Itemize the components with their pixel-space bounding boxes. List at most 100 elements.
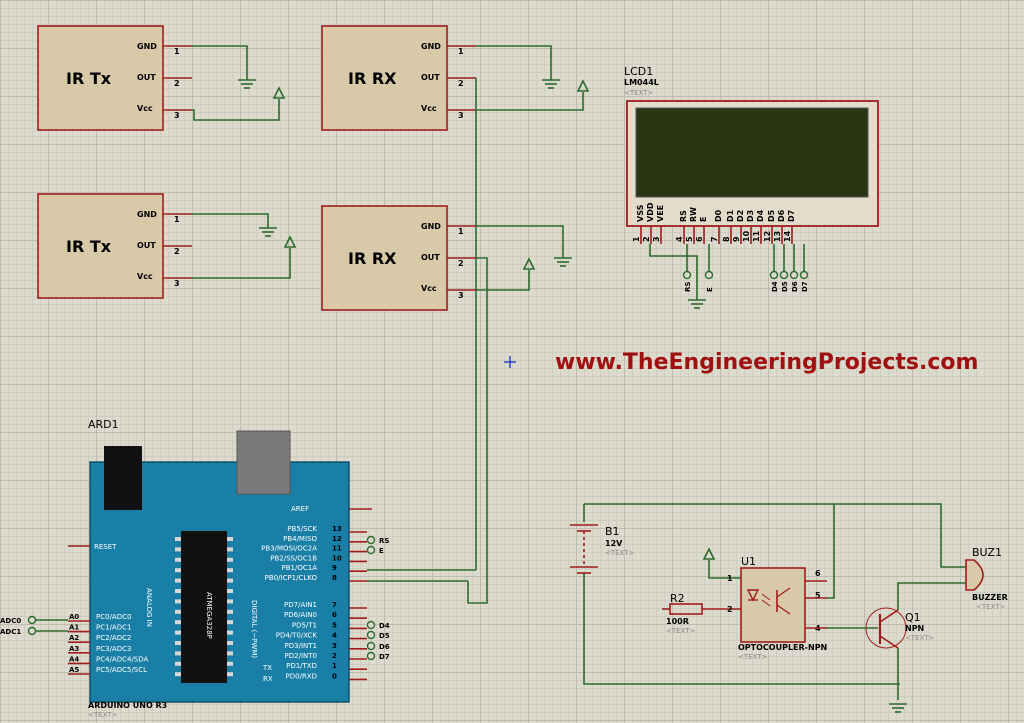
analog-pin-number: A3 — [69, 645, 79, 653]
ir-pin-num: 3 — [458, 111, 464, 120]
lcd-pin-label: RW — [689, 207, 698, 222]
opto-pin-num: 6 — [815, 569, 821, 578]
chip-leg — [175, 641, 181, 645]
lcd-pin-label: VSS — [636, 204, 645, 222]
ir-rx-title: IR RX — [348, 249, 397, 268]
analog-pin-label: PC0/ADC0 — [96, 613, 131, 621]
chip-leg — [227, 557, 233, 562]
analog-pin-label: PC4/ADC4/SDA — [96, 655, 149, 663]
digital-pin-number: 9 — [332, 564, 337, 572]
ir-pin-vcc: Vcc — [421, 104, 437, 113]
chip-leg — [175, 672, 181, 677]
lcd-text: <TEXT> — [624, 89, 654, 97]
ir-pin-out: OUT — [137, 241, 156, 250]
digital-pin-number: 12 — [332, 535, 342, 543]
ir-pin-num: 3 — [174, 279, 180, 288]
digital-pin-number: 10 — [332, 554, 342, 562]
ir-tx-module-2[interactable]: IR Tx GND OUT Vcc 1 2 3 — [37, 193, 192, 299]
usb-jack — [104, 446, 142, 510]
chip-leg — [175, 578, 181, 583]
ir-pin-num: 1 — [174, 47, 180, 56]
d4-terminal: D4 — [379, 622, 390, 630]
digital-pin-number: 6 — [332, 611, 337, 619]
chip-legs — [175, 537, 233, 677]
ir-pin-num: 1 — [458, 47, 464, 56]
buzzer-text: <TEXT> — [976, 603, 1006, 611]
power-symbol — [577, 80, 589, 92]
digital-pin-label: PD3/INT1 — [285, 642, 317, 650]
digital-pin-label: PB3/MOSI/OC2A — [261, 545, 317, 553]
ir-pin-gnd: GND — [421, 42, 441, 51]
lcd-display[interactable] — [626, 100, 879, 227]
buzzer-ref: BUZ1 — [972, 546, 1002, 559]
optocoupler-part: OPTOCOUPLER-NPN — [738, 643, 827, 652]
power-symbol — [703, 548, 715, 560]
digital-title: DIGITAL (~PWM) — [250, 600, 258, 658]
chip-leg — [175, 599, 181, 604]
lcd-pin-number: 3 — [652, 236, 661, 242]
lcd-term-e: E — [706, 287, 714, 292]
site-watermark: www.TheEngineeringProjects.com — [555, 350, 978, 375]
chip-leg — [227, 578, 233, 583]
buzzer-buz1[interactable] — [965, 559, 984, 591]
digital-pin-number: 7 — [332, 601, 337, 609]
digital-pin-label: PB5/SCK — [287, 525, 317, 533]
ir-pin-gnd: GND — [421, 222, 441, 231]
lcd-pin-label: RS — [679, 210, 688, 222]
lcd-term-rs: RS — [684, 282, 692, 292]
analog-pin-number: A4 — [69, 655, 79, 663]
digital-pin-label: PD5/T1 — [292, 621, 317, 629]
ir-pin-num: 2 — [174, 247, 180, 256]
power-symbol — [273, 87, 285, 99]
chip-leg — [227, 609, 233, 614]
digital-pin-label: PD4/T0/XCK — [276, 632, 318, 640]
ground-symbol — [237, 79, 257, 89]
ir-tx-module-1[interactable]: IR Tx GND OUT Vcc 1 2 3 — [37, 25, 192, 131]
digital-pin-label: PB4/MISO — [283, 535, 317, 543]
lcd-pin-number: 13 — [773, 231, 782, 242]
ir-tx-title: IR Tx — [66, 69, 112, 88]
lcd-term-d5: D5 — [781, 281, 789, 292]
ir-rx-title: IR RX — [348, 69, 397, 88]
digital-pin-number: 8 — [332, 574, 337, 582]
arduino-part: ARDUINO UNO R3 — [88, 701, 167, 710]
crosshair-cursor-icon — [504, 356, 516, 368]
arduino-uno-board[interactable]: ATMEGA328P ANALOG IN DIGITAL (~PWM) RESE… — [68, 430, 367, 703]
lcd-ref: LCD1 — [624, 65, 653, 78]
digital-pin-number: 0 — [332, 672, 337, 680]
lcd-pin-number: 8 — [722, 236, 731, 242]
lcd-pin-number: 10 — [742, 230, 751, 242]
digital-pin-number: 5 — [332, 621, 337, 629]
opto-pin-num: 5 — [815, 591, 821, 600]
chip-leg — [175, 630, 181, 635]
digital-pin-number: 3 — [332, 642, 337, 650]
ground-symbol — [553, 257, 573, 267]
transistor-q1[interactable] — [865, 607, 907, 649]
battery-b1[interactable] — [570, 524, 598, 574]
resistor-r2[interactable] — [662, 603, 741, 615]
chip-leg — [227, 537, 233, 541]
optocoupler-u1[interactable] — [740, 567, 806, 643]
lcd-pin-label: VEE — [656, 205, 665, 222]
resistor-ref: R2 — [670, 592, 685, 605]
analog-pin-labels: PC0/ADC0A0PC1/ADC1A1PC2/ADC2A2PC3/ADC3A3… — [68, 613, 149, 675]
lcd-pin-number: 12 — [763, 231, 772, 242]
ir-pin-num: 1 — [458, 227, 464, 236]
lcd-pin-number: 1 — [632, 236, 641, 242]
lcd-part: LM044L — [624, 78, 659, 87]
lcd-pin-label: D2 — [736, 210, 745, 222]
resistor-value: 100R — [666, 617, 689, 626]
lcd-pin-number: 6 — [695, 236, 704, 242]
battery-value: 12V — [605, 539, 623, 548]
chip-leg — [175, 620, 181, 625]
digital-pin-number: 11 — [332, 545, 342, 553]
ir-rx-module-2[interactable]: IR RX GND OUT Vcc 1 2 3 — [321, 205, 476, 311]
lcd-pin-label: D6 — [777, 209, 786, 222]
chip-leg — [227, 630, 233, 635]
ir-rx-module-1[interactable]: IR RX GND OUT Vcc 1 2 3 — [321, 25, 476, 131]
ir-pin-gnd: GND — [137, 42, 157, 51]
digital-pin-label: PB0/ICP1/CLKO — [265, 574, 318, 582]
lcd-pin-label: D1 — [726, 209, 735, 222]
